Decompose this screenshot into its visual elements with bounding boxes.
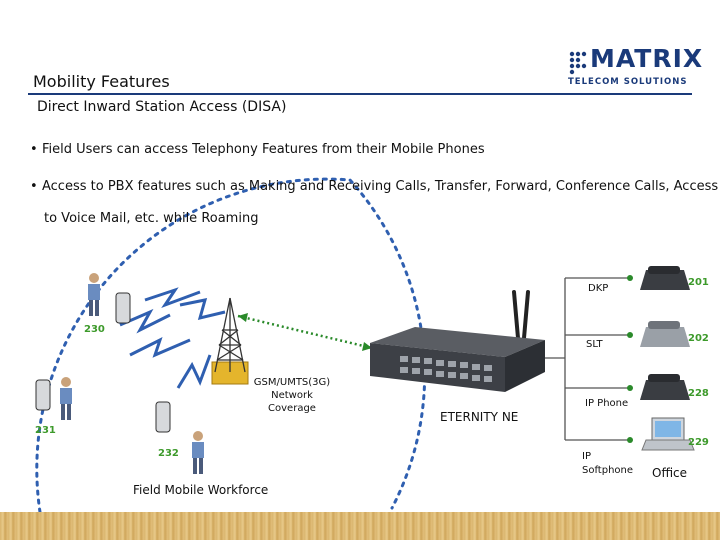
ext-202: 202 (688, 333, 709, 344)
network-label-line-2: Network (271, 390, 313, 401)
endpoint-label-ip-phone: IP Phone (585, 398, 629, 409)
cell-tower-icon (211, 297, 249, 385)
workforce-label: Field Mobile Workforce (133, 483, 269, 497)
softphone-label-line-2: Softphone (582, 465, 634, 476)
eternity-ne-pbx-icon (370, 290, 545, 392)
network-label-line-3: Coverage (268, 403, 316, 414)
endpoint-label-ip-softphone: IP Softphone (582, 450, 633, 478)
bullet-item-2: • Access to PBX features such as Making a… (30, 179, 718, 194)
ext-228: 228 (688, 388, 709, 399)
field-user-icon-3 (192, 431, 204, 474)
mobile-phone-icon-2 (35, 379, 51, 411)
bullet-marker: • (30, 179, 38, 194)
logo-tagline: TELECOM SOLUTIONS (568, 77, 688, 87)
matrix-logo: MATRIX TELECOM SOLUTIONS (566, 44, 702, 92)
mobile-phone-icon-3 (155, 401, 171, 433)
bullet-marker: • (30, 142, 38, 157)
footer-band (0, 512, 720, 540)
slt-phone-icon (640, 321, 690, 347)
ext-201: 201 (688, 277, 709, 288)
header-divider (28, 93, 692, 95)
network-label-line-1: GSM/UMTS(3G) (253, 377, 331, 388)
ext-229: 229 (688, 437, 709, 448)
matrix-logo-mark (569, 51, 587, 75)
field-user-icon-2 (60, 377, 72, 420)
field-user-icon-1 (88, 273, 100, 316)
endpoint-label-dkp: DKP (588, 283, 609, 294)
bullet-text-2: Access to PBX features such as Making an… (42, 179, 719, 194)
page-title: Mobility Features (33, 72, 170, 91)
mobile-ext-230: 230 (84, 324, 105, 335)
mobile-ext-231: 231 (35, 425, 56, 436)
ip-phone-icon (640, 374, 690, 400)
pbx-label: ETERNITY NE (440, 410, 519, 424)
logo-brand: MATRIX (590, 44, 704, 73)
bullet-text-2-continued: to Voice Mail, etc. while Roaming (44, 211, 259, 226)
mobile-ext-232: 232 (158, 448, 179, 459)
laptop-softphone-icon (641, 417, 695, 451)
network-coverage-label: GSM/UMTS(3G) Network Coverage (252, 376, 332, 415)
endpoint-dots (627, 275, 633, 443)
softphone-label-line-1: IP (582, 451, 591, 462)
page-subtitle: Direct Inward Station Access (DISA) (37, 99, 287, 115)
dkp-phone-icon (640, 266, 690, 290)
bullet-item-1: • Field Users can access Telephony Featur… (30, 142, 485, 157)
wireless-signals (119, 287, 226, 389)
office-label: Office (652, 466, 688, 480)
mobile-phone-icon-1 (115, 292, 131, 324)
bullet-text-1: Field Users can access Telephony Feature… (42, 142, 485, 157)
endpoint-label-slt: SLT (586, 339, 603, 350)
tower-pbx-link (237, 314, 373, 350)
pbx-endpoint-links (545, 277, 630, 441)
